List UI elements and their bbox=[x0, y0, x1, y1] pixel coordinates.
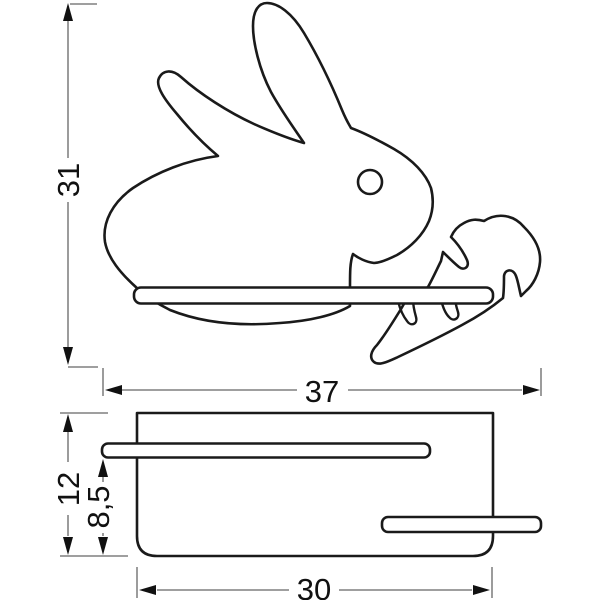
carrot-leaf-slot bbox=[396, 297, 418, 326]
arrowhead-right bbox=[473, 585, 490, 595]
arrowhead-down bbox=[63, 537, 73, 555]
arrowhead-up bbox=[98, 459, 108, 477]
rabbit-eye bbox=[356, 168, 384, 196]
arrowhead-up bbox=[63, 414, 73, 432]
side-shelf-bar bbox=[100, 442, 432, 459]
dim-front-width: 37 bbox=[102, 368, 542, 409]
arrowhead-up bbox=[63, 3, 73, 21]
shelf-front bbox=[132, 286, 495, 305]
dim-side-drop: 8,5 bbox=[81, 459, 116, 555]
dim-label-31: 31 bbox=[51, 163, 86, 197]
dim-side-width: 30 bbox=[136, 567, 493, 600]
side-body bbox=[135, 411, 495, 558]
dim-label-12: 12 bbox=[51, 472, 86, 506]
dim-label-8-5: 8,5 bbox=[81, 485, 116, 528]
front-view bbox=[103, 1, 542, 365]
dim-label-30: 30 bbox=[297, 572, 331, 600]
arrowhead-right bbox=[523, 385, 540, 395]
rabbit-outline bbox=[103, 1, 435, 326]
arrowhead-down bbox=[63, 347, 73, 365]
dim-label-37: 37 bbox=[305, 374, 339, 409]
dim-side-height: 12 bbox=[51, 412, 128, 557]
arrowhead-left bbox=[105, 385, 122, 395]
side-carrot-bar bbox=[380, 515, 543, 534]
side-view bbox=[100, 411, 543, 558]
arrowhead-down bbox=[98, 537, 108, 555]
dim-front-height: 31 bbox=[51, 3, 98, 368]
arrowhead-left bbox=[139, 585, 156, 595]
